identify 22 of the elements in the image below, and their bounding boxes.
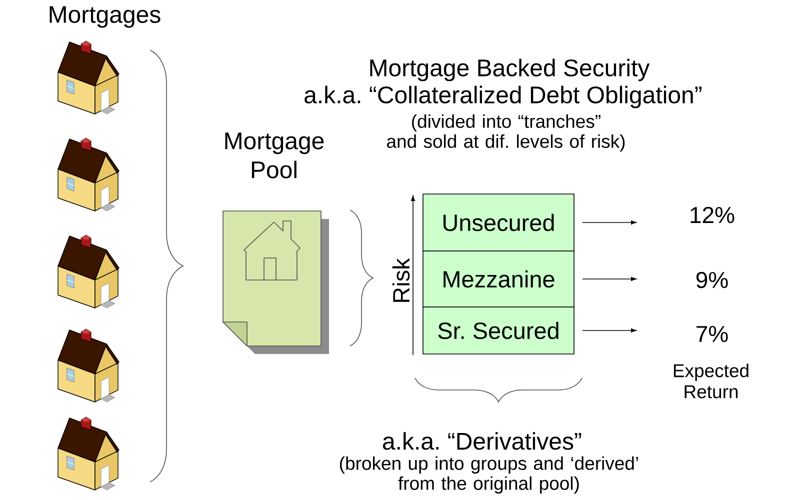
note: (broken up into groups and ‘derived’ from the original pool) bbox=[340, 456, 638, 494]
house-icon bbox=[58, 234, 120, 308]
tranche-box: Sr. Secured bbox=[422, 306, 574, 354]
house-icon bbox=[58, 40, 120, 114]
arrow bbox=[582, 220, 636, 224]
note: (divided into “tranches” and sold at dif. levels of risk) bbox=[387, 114, 625, 152]
arrow bbox=[582, 328, 636, 332]
house-icon bbox=[58, 328, 120, 402]
house-icon bbox=[58, 138, 120, 212]
heading: Mortgage Pool bbox=[225, 132, 324, 178]
column-label: Expected Return bbox=[674, 364, 748, 398]
tranche-box: Mezzanine bbox=[422, 250, 574, 308]
tranche-box: Unsecured bbox=[422, 194, 574, 252]
arrow bbox=[582, 276, 636, 281]
percentage: 9% bbox=[696, 272, 728, 288]
subheading: a.k.a. “Derivatives” bbox=[383, 432, 582, 450]
percentage: 7% bbox=[696, 326, 728, 342]
subheading: a.k.a. “Collateralized Debt Obligation” bbox=[304, 86, 702, 108]
house-icon bbox=[58, 416, 120, 490]
percentage: 12% bbox=[690, 206, 734, 224]
heading: Mortgage Backed Security bbox=[370, 58, 650, 82]
axis-label: Risk bbox=[392, 258, 410, 302]
